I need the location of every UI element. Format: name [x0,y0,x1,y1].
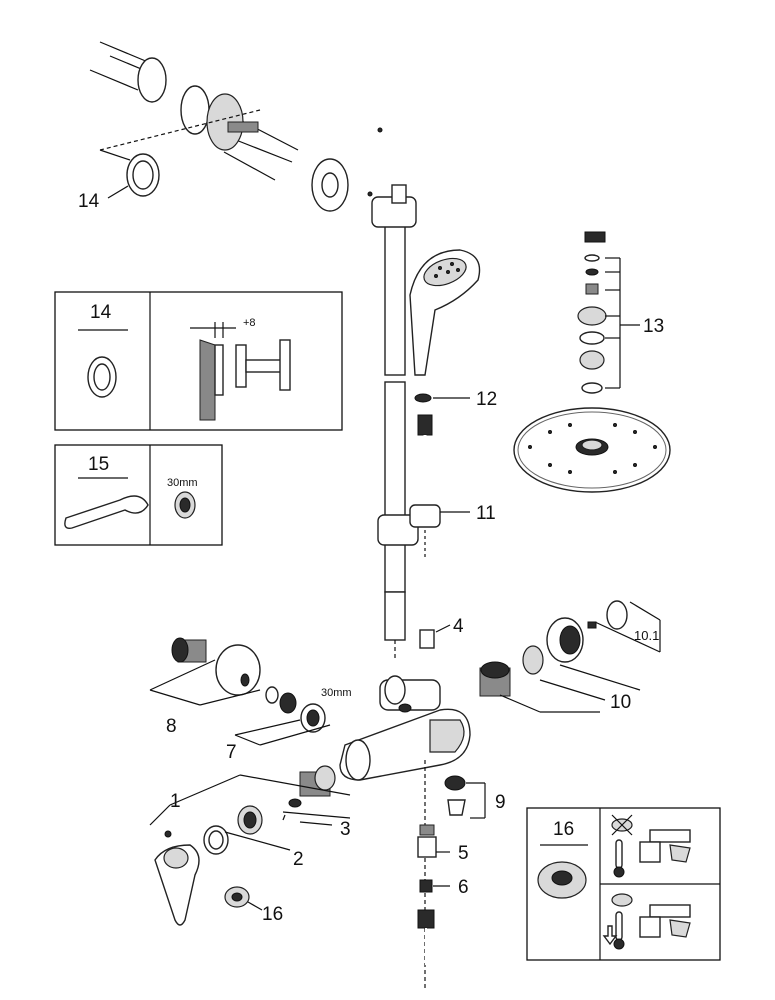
riser-pipe [367,184,417,660]
label-part-6: 6 [458,877,469,898]
label-part-5: 5 [458,843,469,864]
safety-stop-16 [224,886,263,911]
rain-head-disc [513,407,671,493]
detail-box-16 [526,807,721,961]
shower-hose [417,414,433,495]
wrench-icon [64,495,149,529]
ring-and-nut-7 [234,686,331,746]
flow-cartridge-3 [282,765,351,826]
wall-rosette-ring [180,85,210,135]
lower-hose-connector [417,909,435,965]
label-part-3: 3 [340,819,351,840]
thermometer-hot-icon [615,839,623,869]
label-part-4: 4 [453,616,464,637]
lever-handle-1 [149,774,351,926]
detail-14-title: 14 [90,302,112,323]
bracket-threaded-stem [227,121,259,133]
cover-cap-10-1 [606,600,628,630]
temperature-knob-8 [149,637,261,706]
label-part-10-1: 10.1 [634,628,659,643]
rosette-2 [203,805,291,855]
label-part-7: 7 [226,742,237,763]
label-part-11: 11 [476,503,496,524]
detail-box-14 [54,291,343,431]
wall-plug-bracket [137,57,167,103]
shower-arm [377,94,606,243]
cap-4 [419,624,451,649]
label-part-1: 1 [170,791,181,812]
hand-shower [409,249,481,376]
down-arrow-icon [602,925,618,946]
head-shower-components-13 [577,254,640,394]
wall-bracket-assembly [89,41,349,212]
label-part-10: 10 [610,692,631,713]
spout [429,719,465,753]
label-part-16: 16 [262,904,283,925]
thermostat-cartridge-10 [479,600,661,713]
thermostat-body [339,675,471,990]
washer-6 [419,879,450,893]
label-part-2: 2 [293,849,304,870]
detail-15-size: 30mm [167,477,198,489]
nut-size-30mm: 30mm [321,687,352,699]
detail-15-title: 15 [88,454,109,475]
label-part-14: 14 [78,191,100,212]
diverter-9 [444,775,486,819]
label-part-13: 13 [643,316,664,337]
detail-14-offset: +8 [243,317,256,329]
hose-washer-12 [414,393,470,403]
connector-5 [417,824,450,858]
detail-box-15 [54,444,223,546]
hand-shower-slider-11 [377,504,470,560]
label-part-12: 12 [476,389,497,410]
label-part-9: 9 [495,792,506,813]
label-part-8: 8 [166,716,177,737]
detail-16-title: 16 [553,819,574,840]
